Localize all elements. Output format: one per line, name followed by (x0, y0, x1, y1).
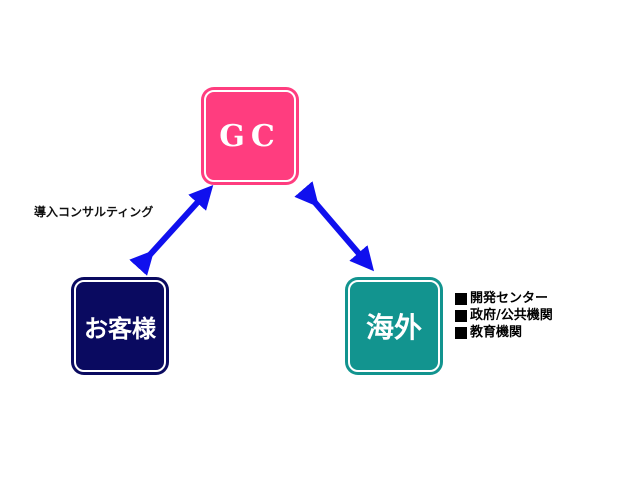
list-item-label: 政府/公共機関 (470, 308, 553, 323)
node-gc: GC (201, 87, 299, 185)
list-item: 開発センター (455, 290, 553, 307)
list-item: 政府/公共機関 (455, 307, 553, 324)
square-bullet-icon (455, 309, 467, 322)
square-bullet-icon (455, 292, 467, 305)
list-item-label: 開発センター (470, 291, 549, 306)
arrow-gc-client (129, 185, 214, 276)
node-overseas: 海外 (345, 277, 443, 375)
list-item: 教育機関 (455, 324, 553, 341)
overseas-list: 開発センター 政府/公共機関 教育機関 (455, 290, 553, 341)
list-item-label: 教育機関 (470, 325, 523, 340)
arrow-gc-overseas (294, 181, 375, 272)
edge-label-consulting: 導入コンサルティング (34, 205, 154, 219)
square-bullet-icon (455, 326, 467, 339)
node-client: お客様 (71, 277, 169, 375)
